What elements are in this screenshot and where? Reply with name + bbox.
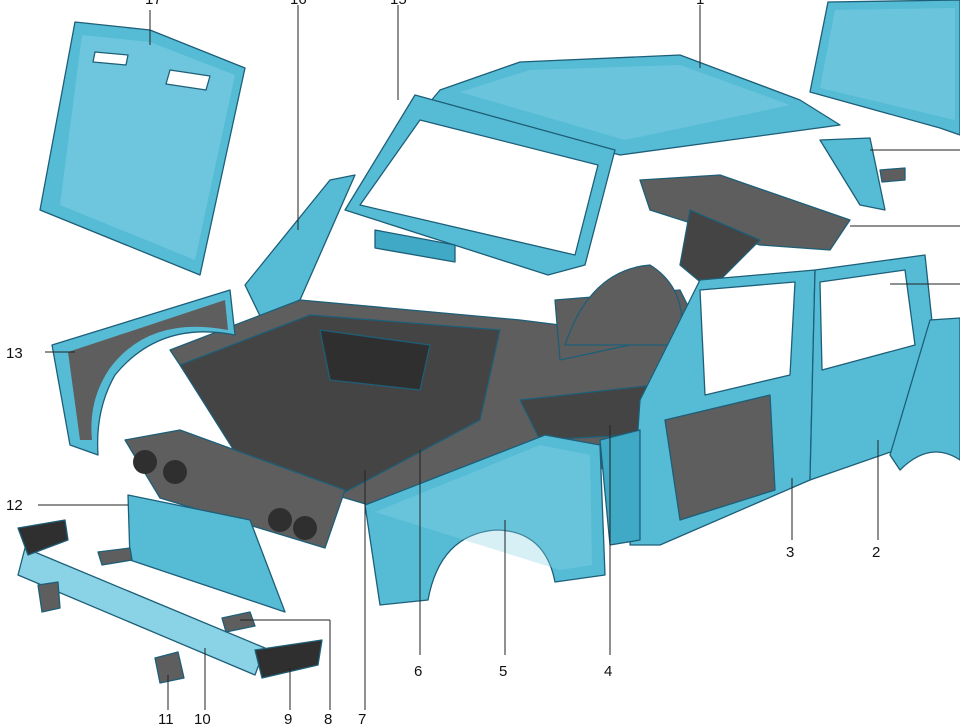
front-panel-grille bbox=[124, 429, 346, 549]
callout-12: 12 bbox=[6, 497, 23, 514]
front-bumper bbox=[17, 519, 323, 684]
callout-16: 16 bbox=[290, 0, 307, 7]
callout-8: 8 bbox=[324, 711, 333, 728]
callout-11: 11 bbox=[158, 711, 174, 728]
right-front-fender bbox=[364, 434, 606, 606]
rear-shelf-panel bbox=[639, 174, 851, 291]
left-front-fender bbox=[51, 289, 236, 456]
front-apron bbox=[127, 494, 286, 613]
callout-15: 15 bbox=[390, 0, 407, 7]
windshield-frame bbox=[244, 94, 616, 321]
leader-lines bbox=[38, 5, 960, 710]
hood-panel bbox=[39, 21, 246, 276]
callout-17: 17 bbox=[145, 0, 162, 7]
callout-5: 5 bbox=[499, 663, 508, 680]
front-door bbox=[629, 269, 816, 546]
callout-10: 10 bbox=[194, 711, 211, 728]
callout-1: 1 bbox=[696, 0, 704, 7]
trunk-bracket-part bbox=[819, 137, 906, 211]
callout-6: 6 bbox=[414, 663, 423, 680]
callout-4: 4 bbox=[604, 663, 613, 680]
callout-13: 13 bbox=[6, 345, 23, 362]
callout-7: 7 bbox=[358, 711, 367, 728]
callout-9: 9 bbox=[284, 711, 293, 728]
trunk-lid-panel bbox=[809, 0, 960, 136]
callout-2: 2 bbox=[872, 544, 881, 561]
callout-3: 3 bbox=[786, 544, 795, 561]
side-sill bbox=[599, 429, 641, 546]
